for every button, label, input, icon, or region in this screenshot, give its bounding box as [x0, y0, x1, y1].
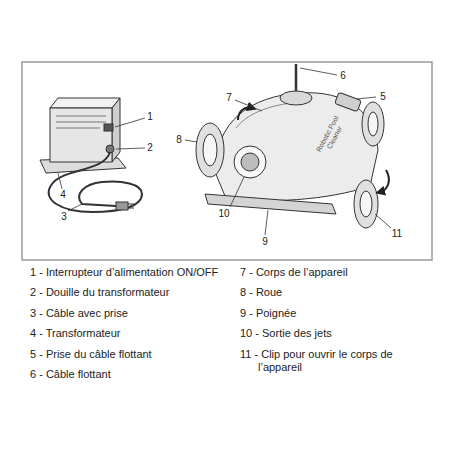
floating-cable	[295, 64, 298, 95]
leader-line	[300, 68, 337, 75]
leaders	[185, 68, 391, 235]
wheel	[196, 123, 224, 177]
transformer	[40, 98, 142, 212]
leader-line	[68, 204, 82, 211]
robot-body	[215, 93, 378, 201]
legend-item: 1 - Interrupteur d’alimentation ON/OFF	[30, 266, 218, 279]
switch	[104, 124, 113, 131]
wheel-hub	[203, 134, 217, 166]
rib	[56, 116, 106, 117]
leader-line	[357, 97, 376, 99]
legend-item: 9 - Poignée	[240, 307, 296, 320]
cable-cap	[280, 91, 312, 105]
callout-number: 7	[226, 92, 232, 104]
leader-line	[235, 100, 262, 111]
callout-number: 1	[147, 111, 153, 123]
callout-number: 11	[392, 228, 402, 240]
leader-line	[185, 140, 197, 142]
cable	[49, 152, 142, 212]
clip-arrow	[238, 108, 252, 121]
callout-number: 8	[176, 134, 182, 146]
plug-5	[335, 92, 362, 111]
leaders	[58, 118, 145, 211]
callout-number: 9	[262, 236, 268, 248]
legend-item: 4 - Transformateur	[30, 327, 120, 340]
plug-pin	[128, 208, 134, 209]
rib	[56, 128, 100, 129]
leader-line	[230, 177, 244, 207]
callout-number: 6	[340, 70, 346, 82]
leader-line	[116, 148, 145, 149]
callout-number: 10	[218, 208, 229, 220]
legend-item: 6 - Câble flottant	[30, 368, 111, 381]
legend-item: 10 - Sortie des jets	[240, 327, 332, 340]
wheel-hub	[368, 112, 378, 136]
legend-item: 8 - Roue	[240, 286, 282, 299]
leader-line	[375, 214, 391, 228]
socket	[106, 145, 114, 153]
wheel-tyre	[362, 102, 384, 146]
legend-item: 11 - Clip pour ouvrir le corps de l’appa…	[240, 348, 436, 374]
robot	[196, 64, 389, 228]
box-front	[50, 108, 112, 162]
body-line	[236, 102, 310, 128]
jet-inner	[241, 153, 259, 171]
callout-number: 4	[60, 189, 66, 201]
box-top	[50, 98, 120, 108]
clip-arrow	[380, 170, 389, 192]
legend-item: 3 - Câble avec prise	[30, 307, 128, 320]
rib	[56, 122, 106, 123]
body-marking: Robotic Pool Cleaner	[313, 112, 348, 160]
wheel	[362, 102, 384, 146]
cable-plug	[335, 92, 362, 111]
legend-item: 2 - Douille du transformateur	[30, 286, 169, 299]
wheel-hub	[360, 191, 372, 217]
jet-outlet	[234, 146, 266, 178]
callout-number: 5	[380, 91, 386, 103]
wheel	[354, 180, 378, 228]
plug-pin	[128, 204, 134, 205]
legend-item: 7 - Corps de l’appareil	[240, 266, 348, 279]
leader-line	[265, 210, 268, 235]
callout-number: 3	[61, 211, 67, 223]
wheel-tyre	[354, 180, 378, 228]
leader-line	[58, 173, 62, 189]
wheel-tyre	[196, 123, 224, 177]
leader-line	[115, 118, 145, 127]
plug	[116, 202, 128, 210]
frame	[22, 62, 432, 260]
legend-item: 5 - Prise du câble flottant	[30, 348, 152, 361]
callout-number: 2	[147, 142, 153, 154]
